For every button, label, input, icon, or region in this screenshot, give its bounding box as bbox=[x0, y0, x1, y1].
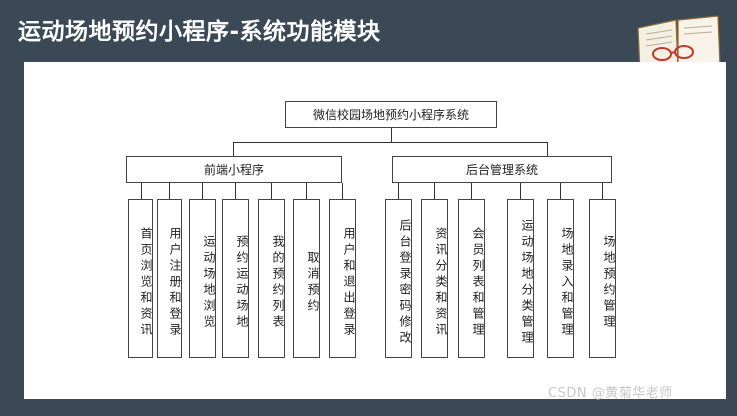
connector bbox=[520, 183, 521, 199]
leaf-node: 预约运动场地 bbox=[222, 199, 249, 358]
leaf-node: 会员列表和管理 bbox=[458, 199, 485, 358]
root-node: 微信校园场地预约小程序系统 bbox=[285, 101, 497, 128]
connector bbox=[398, 183, 399, 199]
leaf-node: 我的预约列表 bbox=[258, 199, 285, 358]
leaf-node: 场地录入和管理 bbox=[547, 199, 574, 358]
connector bbox=[233, 142, 547, 143]
connector bbox=[391, 128, 392, 142]
connector bbox=[471, 183, 472, 199]
connector bbox=[141, 183, 142, 199]
connector bbox=[202, 183, 203, 199]
connector bbox=[271, 183, 272, 199]
connector bbox=[560, 183, 561, 199]
leaf-node: 运动场地浏览 bbox=[189, 199, 216, 358]
watermark: CSDN @黄菊华老师 bbox=[548, 386, 673, 401]
leaf-node: 用户注册和登录 bbox=[157, 199, 182, 358]
leaf-node: 用户和退出登录 bbox=[329, 199, 356, 358]
leaf-node: 首页浏览和资讯 bbox=[128, 199, 153, 358]
connector bbox=[235, 183, 236, 199]
connector bbox=[547, 142, 548, 156]
slide-title: 运动场地预约小程序-系统功能模块 bbox=[18, 19, 381, 45]
connector bbox=[169, 183, 170, 199]
connector bbox=[306, 183, 307, 199]
connector bbox=[434, 183, 435, 199]
connector bbox=[602, 183, 603, 199]
leaf-node: 取消预约 bbox=[293, 199, 320, 358]
leaf-node: 后台登录密码修改 bbox=[385, 199, 412, 358]
connector bbox=[233, 142, 234, 156]
branch-frontend: 前端小程序 bbox=[126, 156, 342, 183]
connector bbox=[342, 183, 343, 199]
branch-backend: 后台管理系统 bbox=[392, 156, 612, 183]
leaf-node: 资讯分类和资讯 bbox=[421, 199, 448, 358]
leaf-node: 运动场地分类管理 bbox=[507, 199, 534, 358]
leaf-node: 场地预约管理 bbox=[589, 199, 616, 358]
